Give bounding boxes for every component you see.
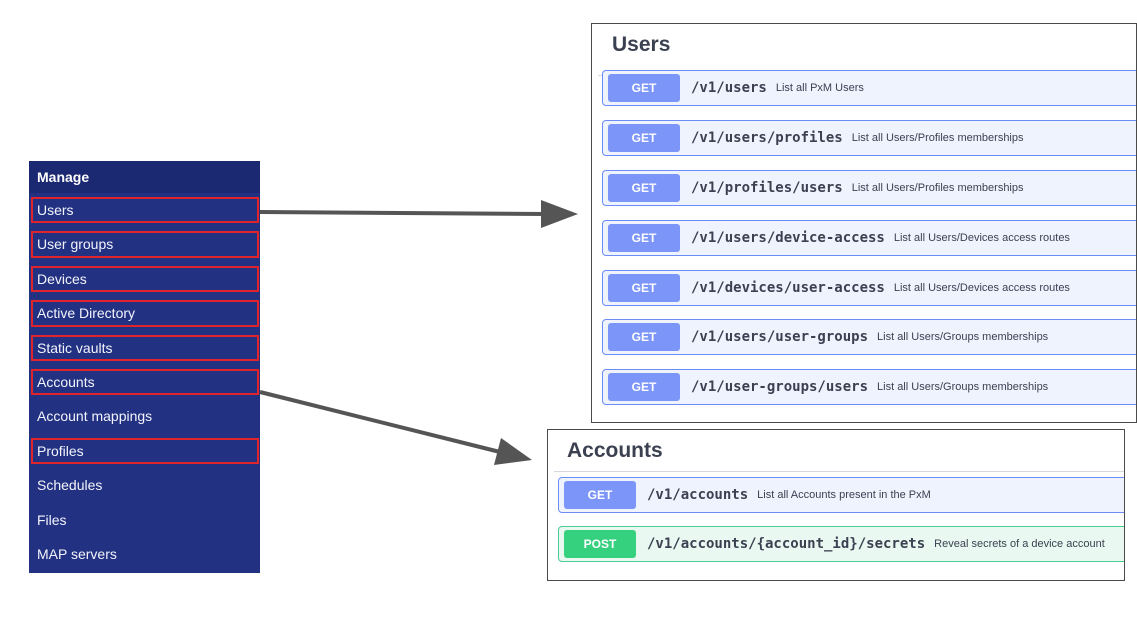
arrow-users-to-users-api — [259, 200, 578, 228]
endpoint-path: /v1/users/device-access — [691, 230, 885, 246]
sidebar-item-devices[interactable]: Devices — [29, 262, 260, 296]
sidebar-item-active-directory[interactable]: Active Directory — [29, 296, 260, 330]
sidebar-item-label: Account mappings — [37, 408, 153, 425]
sidebar-item-schedules[interactable]: Schedules — [29, 468, 260, 502]
operation-get-users[interactable]: GET /v1/users List all PxM Users — [602, 70, 1136, 106]
manage-sidebar: Manage Users User groups Devices Active … — [29, 161, 260, 573]
sidebar-item-profiles[interactable]: Profiles — [29, 434, 260, 468]
method-badge: GET — [608, 323, 680, 351]
operation-get-profiles-users[interactable]: GET /v1/profiles/users List all Users/Pr… — [602, 170, 1136, 206]
sidebar-item-user-groups[interactable]: User groups — [29, 227, 260, 261]
endpoint-description: List all Users/Profiles memberships — [851, 132, 1024, 144]
users-api-panel: Users GET /v1/users List all PxM Users G… — [591, 23, 1137, 423]
method-badge: GET — [608, 373, 680, 401]
sidebar-title: Manage — [29, 161, 260, 193]
operation-get-users-device-access[interactable]: GET /v1/users/device-access List all Use… — [602, 220, 1136, 256]
sidebar-item-accounts[interactable]: Accounts — [29, 365, 260, 399]
divider — [554, 471, 1124, 472]
method-badge: GET — [608, 224, 680, 252]
sidebar-item-label: MAP servers — [37, 545, 117, 562]
operation-get-accounts[interactable]: GET /v1/accounts List all Accounts prese… — [558, 477, 1124, 513]
endpoint-path: /v1/devices/user-access — [691, 280, 885, 296]
endpoint-description: List all PxM Users — [775, 82, 864, 94]
operation-get-devices-user-access[interactable]: GET /v1/devices/user-access List all Use… — [602, 270, 1136, 306]
endpoint-description: List all Accounts present in the PxM — [757, 489, 931, 501]
sidebar-item-map-servers[interactable]: MAP servers — [29, 537, 260, 571]
endpoint-description: List all Users/Devices access routes — [893, 232, 1070, 244]
sidebar-item-files[interactable]: Files — [29, 503, 260, 537]
method-badge: GET — [608, 124, 680, 152]
sidebar-item-label: Files — [37, 511, 67, 528]
endpoint-path: /v1/accounts — [647, 487, 749, 503]
method-badge: GET — [608, 174, 680, 202]
method-badge: GET — [608, 74, 680, 102]
endpoint-path: /v1/accounts/{account_id}/secrets — [647, 536, 926, 552]
operation-get-user-groups-users[interactable]: GET /v1/user-groups/users List all Users… — [602, 369, 1136, 405]
endpoint-path: /v1/users — [691, 80, 767, 96]
sidebar-item-static-vaults[interactable]: Static vaults — [29, 331, 260, 365]
accounts-api-panel: Accounts GET /v1/accounts List all Accou… — [547, 429, 1125, 581]
users-panel-title: Users — [612, 33, 671, 56]
method-badge: GET — [608, 274, 680, 302]
endpoint-path: /v1/users/profiles — [691, 130, 843, 146]
endpoint-description: Reveal secrets of a device account — [934, 538, 1105, 550]
sidebar-item-label: Schedules — [37, 477, 103, 494]
method-badge: POST — [564, 530, 636, 558]
endpoint-path: /v1/profiles/users — [691, 180, 843, 196]
endpoint-description: List all Users/Profiles memberships — [851, 182, 1024, 194]
endpoint-description: List all Users/Groups memberships — [877, 331, 1049, 343]
endpoint-description: List all Users/Groups memberships — [877, 381, 1049, 393]
endpoint-path: /v1/user-groups/users — [691, 379, 869, 395]
sidebar-item-users[interactable]: Users — [29, 193, 260, 227]
endpoint-path: /v1/users/user-groups — [691, 329, 869, 345]
endpoint-description: List all Users/Devices access routes — [893, 282, 1070, 294]
sidebar-item-account-mappings[interactable]: Account mappings — [29, 399, 260, 433]
method-badge: GET — [564, 481, 636, 509]
operation-post-account-secrets[interactable]: POST /v1/accounts/{account_id}/secrets R… — [558, 526, 1124, 562]
accounts-panel-title: Accounts — [567, 439, 663, 462]
operation-get-users-profiles[interactable]: GET /v1/users/profiles List all Users/Pr… — [602, 120, 1136, 156]
arrow-accounts-to-accounts-api — [259, 390, 532, 465]
operation-get-users-user-groups[interactable]: GET /v1/users/user-groups List all Users… — [602, 319, 1136, 355]
